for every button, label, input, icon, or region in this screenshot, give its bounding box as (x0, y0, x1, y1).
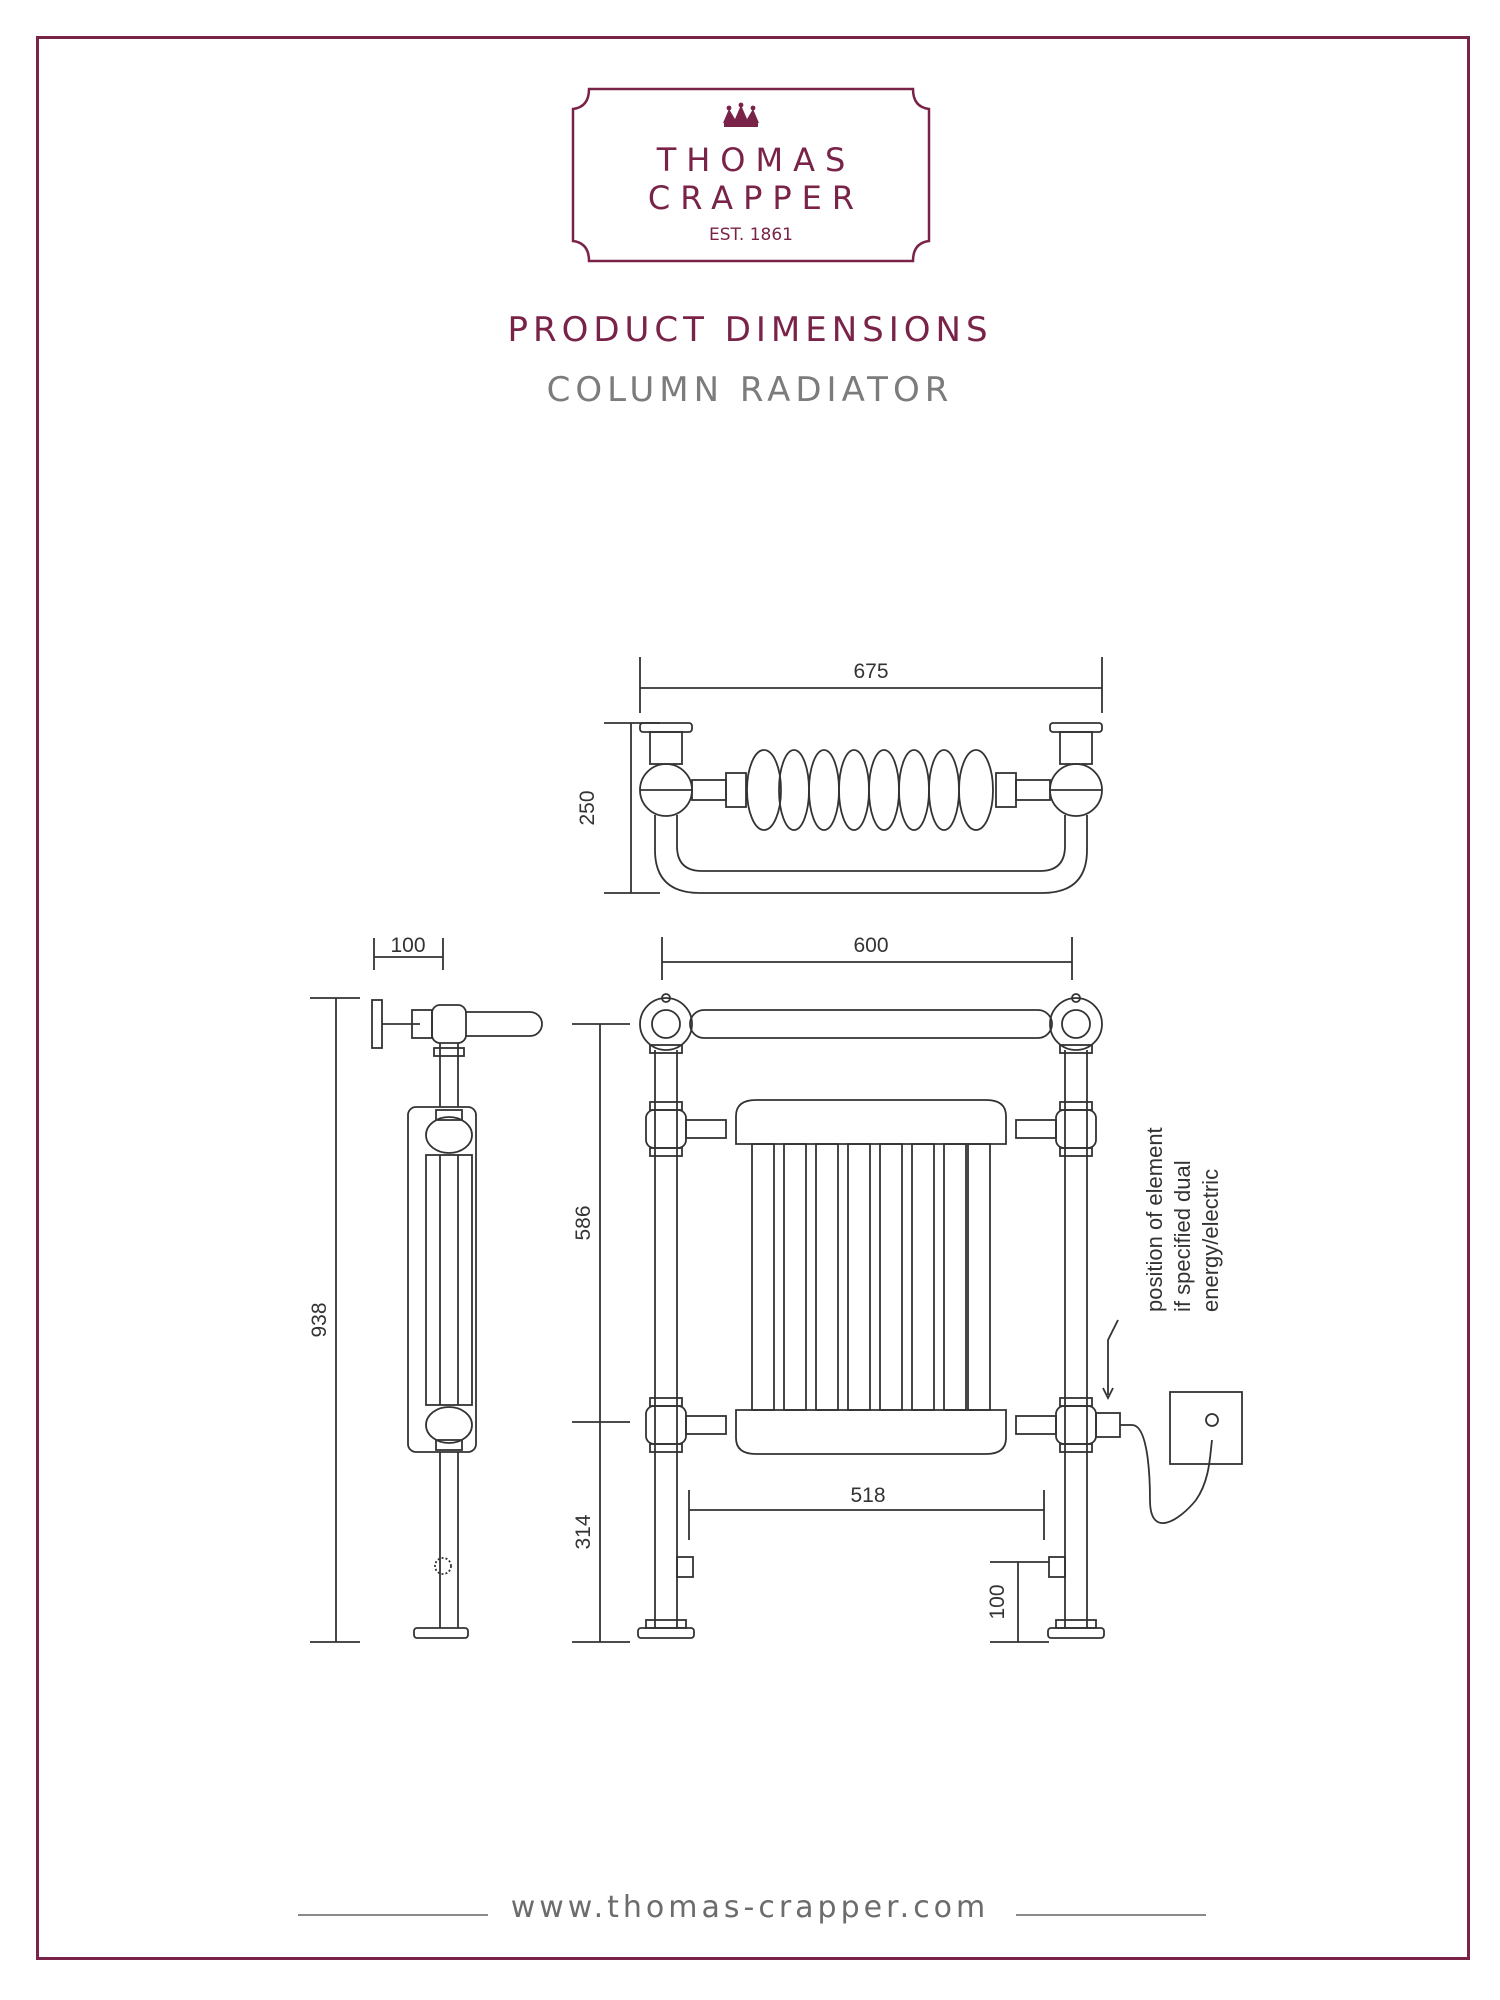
dimension-front-width: 600 (853, 934, 888, 957)
page-border (36, 36, 1470, 1960)
element-note-line2: if specified dual (1170, 1160, 1195, 1312)
page-title: PRODUCT DIMENSIONS (507, 310, 993, 350)
dimension-top-width: 675 (853, 660, 888, 683)
brand-logo: THOMAS CRAPPER EST. 1861 (571, 87, 931, 263)
element-note-line1: position of element (1142, 1127, 1167, 1312)
dimension-total-height: 938 (308, 1302, 331, 1337)
top-view (604, 657, 1103, 894)
footer-rule-left (298, 1914, 488, 1916)
footer-rule-right (1016, 1914, 1206, 1916)
dimension-top-depth: 250 (576, 790, 599, 825)
dimension-valve-spacing: 518 (850, 1484, 885, 1507)
brand-name-line1: THOMAS (656, 141, 856, 179)
crown-icon (723, 102, 759, 127)
dimension-bottom-height: 314 (572, 1514, 595, 1549)
dimension-rail-spacing: 586 (572, 1205, 595, 1240)
front-view (572, 937, 1243, 1643)
dimension-valve-height: 100 (986, 1584, 1009, 1619)
brand-established: EST. 1861 (709, 225, 793, 245)
footer: www.thomas-crapper.com (0, 1890, 1500, 1925)
element-note-line3: energy/electric (1198, 1169, 1223, 1312)
page-subtitle: COLUMN RADIATOR (546, 370, 954, 410)
dimension-side-depth: 100 (390, 934, 425, 957)
brand-name-line2: CRAPPER (647, 179, 865, 217)
side-view (310, 938, 543, 1643)
logo-cartouche (571, 87, 931, 263)
website-link[interactable]: www.thomas-crapper.com (510, 1890, 990, 1925)
